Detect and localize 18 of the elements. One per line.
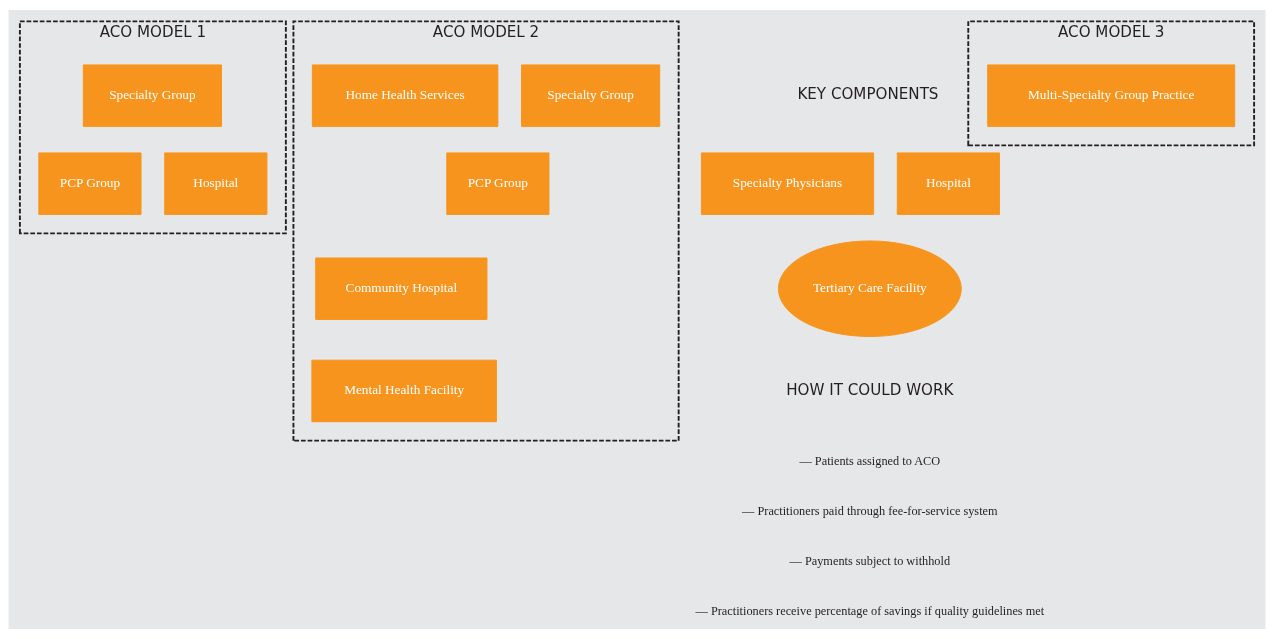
node-box: Multi-Specialty Group Practice bbox=[987, 64, 1236, 127]
label: — Payments subject to withhold bbox=[789, 554, 951, 569]
node-box: Hospital bbox=[164, 152, 268, 215]
label: — Practitioners receive percentage of savings if quality guidelines met bbox=[695, 604, 1045, 619]
node-box: Specialty Group bbox=[521, 64, 661, 127]
node-box: Specialty Group bbox=[82, 64, 222, 127]
node-box: Home Health Services bbox=[311, 64, 499, 127]
label: KEY COMPONENTS bbox=[797, 85, 939, 104]
node-box: PCP Group bbox=[446, 152, 550, 215]
label: — Patients assigned to ACO bbox=[799, 453, 941, 468]
node-ellipse: Tertiary Care Facility bbox=[777, 240, 962, 337]
node-box: Mental Health Facility bbox=[311, 359, 497, 423]
node-box: Hospital bbox=[896, 152, 1000, 215]
node-box: Community Hospital bbox=[315, 257, 488, 320]
label: — Practitioners paid through fee-for-service system bbox=[742, 503, 998, 518]
node-box: Specialty Physicians bbox=[700, 152, 875, 215]
label: HOW IT COULD WORK bbox=[786, 380, 954, 399]
node-box: PCP Group bbox=[38, 152, 142, 215]
